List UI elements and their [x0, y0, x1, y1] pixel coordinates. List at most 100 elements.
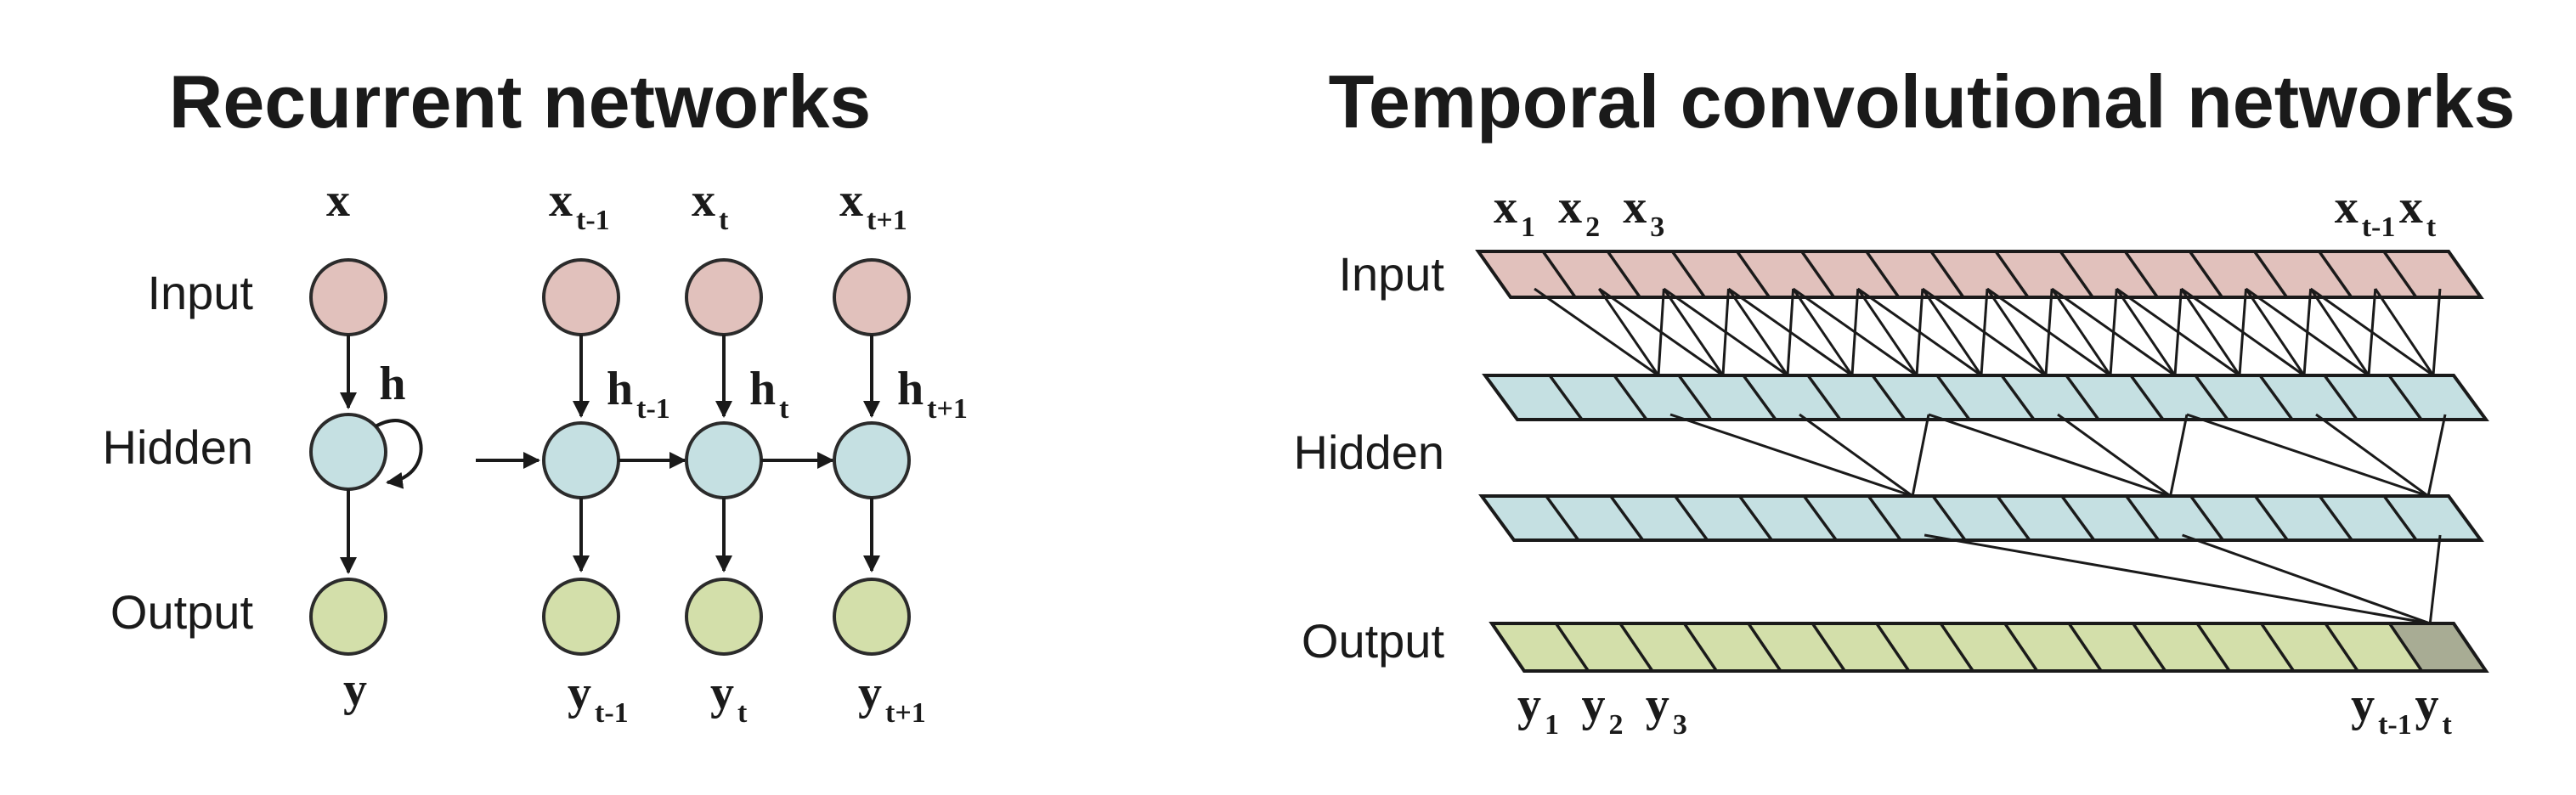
tcn-hidden-1-divider-10	[2129, 374, 2165, 421]
tcn-output-divider-14	[2388, 623, 2423, 672]
tcn-y-label-2-sub: 3	[1673, 709, 1687, 741]
tcn-output-cell-7	[1940, 623, 2037, 671]
tcn-conn-in-h1-14-13	[2374, 288, 2435, 376]
tcn-x-label-0-sub: 1	[1521, 211, 1535, 243]
rnn-x-step-0-main: x	[549, 174, 573, 227]
tcn-hidden-1-divider-12	[2258, 374, 2294, 421]
tcn-hidden-2-cell-7	[1933, 496, 2030, 540]
rnn-label-hidden: Hidden	[103, 420, 253, 474]
tcn-y-label-3-main: y	[2351, 679, 2375, 731]
tcn-output-cell-1	[1556, 623, 1652, 671]
rnn-y-step-0-sub: t-1	[595, 697, 629, 729]
tcn-hidden-2-cell-6	[1868, 496, 1966, 540]
tcn-conn-in-h1-11-9	[2116, 287, 2240, 377]
tcn-x-label-4-sub: t	[2426, 211, 2437, 243]
tcn-output-divider-7	[1939, 623, 1974, 672]
rnn-hidden-node-step-2	[833, 421, 911, 499]
tcn-conn-in-h1-9-8	[2050, 288, 2112, 376]
tcn-hidden-2-divider-7	[1931, 494, 1967, 542]
tcn-output-cell-2	[1619, 623, 1717, 671]
tcn-hidden-2-cell-8	[1997, 496, 2094, 540]
tcn-input-divider-14	[2382, 250, 2418, 299]
tcn-output-cell-0	[1492, 623, 1589, 671]
tcn-output-divider-10	[2132, 623, 2167, 672]
tcn-x-label-3-main: x	[2335, 181, 2359, 234]
rnn-h-step-0-main: h	[607, 363, 633, 415]
tcn-hidden-2-cell-3	[1675, 496, 1772, 540]
rnn-h-step-1-main: h	[749, 363, 776, 415]
tcn-hidden-2-divider-13	[2318, 494, 2353, 542]
rnn-x-step-2-sub: t+1	[867, 205, 907, 236]
tcn-hidden-1-divider-13	[2323, 374, 2359, 421]
tcn-title: Temporal convolutional networks	[1329, 59, 2516, 144]
rnn-title: Recurrent networks	[169, 59, 871, 144]
tcn-x-label-4-main: x	[2399, 181, 2423, 234]
tcn-hidden-1-divider-14	[2387, 374, 2423, 421]
rnn-h-step-2-sub: t+1	[927, 393, 968, 425]
tcn-hidden-2-cell-13	[2319, 496, 2417, 540]
rnn-h-step-1-sub: t	[779, 393, 789, 425]
tcn-hidden-2-divider-9	[2060, 494, 2096, 542]
tcn-output-divider-3	[1682, 623, 1718, 672]
tcn-conn-in-h1-10-8	[2051, 287, 2176, 377]
tcn-output-cell-9	[2069, 623, 2166, 671]
tcn-hidden-2-cell-1	[1545, 496, 1643, 540]
tcn-input-divider-12	[2253, 250, 2289, 299]
tcn-output-divider-6	[1875, 623, 1911, 672]
tcn-input-divider-4	[1736, 250, 1771, 299]
tcn-hidden-2-divider-11	[2189, 494, 2224, 542]
tcn-input-divider-2	[1606, 250, 1641, 299]
tcn-hidden-1-divider-4	[1742, 374, 1777, 421]
tcn-conn-in-h1-13-12	[2309, 288, 2370, 376]
tcn-conn-h2-out-10	[2182, 533, 2431, 625]
tcn-y-label-1-sub: 2	[1608, 709, 1623, 741]
tcn-input-divider-7	[1929, 250, 1965, 299]
tcn-hidden-2-divider-10	[2125, 494, 2161, 542]
tcn-x-label-1-main: x	[1558, 181, 1582, 234]
tcn-conn-h2-out-6	[1924, 533, 2431, 625]
rnn-input-node-step-1	[685, 258, 763, 336]
tcn-y-label-0-sub: 1	[1545, 709, 1559, 741]
rnn-x-step-1-sub: t	[719, 205, 729, 236]
rnn-y-step-1-main: y	[710, 667, 734, 719]
tcn-conn-h1-h2-6-6	[1911, 414, 1930, 497]
rnn-y-step-1-sub: t	[737, 697, 748, 729]
tcn-output-cell-13	[2325, 623, 2422, 671]
tcn-conn-in-h1-10-9	[2116, 288, 2177, 376]
rnn-y-step-0-main: y	[568, 667, 591, 719]
tcn-conn-in-h1-14-12	[2309, 287, 2434, 377]
tcn-hidden-2-divider-1	[1545, 494, 1580, 542]
tcn-hidden-2-cell-14	[2384, 496, 2481, 540]
tcn-conn-in-h1-14-14	[2432, 288, 2442, 376]
tcn-hidden-1-divider-7	[1935, 374, 1971, 421]
rnn-input-node-step-2	[833, 258, 911, 336]
tcn-output-divider-13	[2324, 623, 2359, 672]
tcn-hidden-2-cell-2	[1610, 496, 1708, 540]
tcn-label-hidden: Hidden	[1294, 426, 1444, 479]
tcn-conn-in-h1-2-1	[1597, 288, 1660, 376]
rnn-h-step-0-sub: t-1	[636, 393, 670, 425]
tcn-hidden-2-cell-5	[1804, 496, 1901, 540]
tcn-hidden-2-divider-4	[1738, 494, 1773, 542]
tcn-output-divider-12	[2260, 623, 2296, 672]
rnn-hidden-node-step-1	[685, 421, 763, 499]
rnn-x-step-1-main: x	[692, 174, 715, 227]
tcn-hidden-2-divider-3	[1674, 494, 1709, 542]
rnn-folded: x h y	[309, 174, 423, 716]
tcn-conn-h2-out-14	[2428, 534, 2442, 624]
tcn-conn-h1-h2-14-10	[2186, 413, 2429, 498]
rnn-hidden-node	[309, 413, 387, 491]
tcn-conn-h1-h2-14-12	[2315, 413, 2429, 498]
tcn-conn-h1-h2-10-8	[2057, 413, 2172, 498]
rnn-input-node-step-0	[542, 258, 620, 336]
